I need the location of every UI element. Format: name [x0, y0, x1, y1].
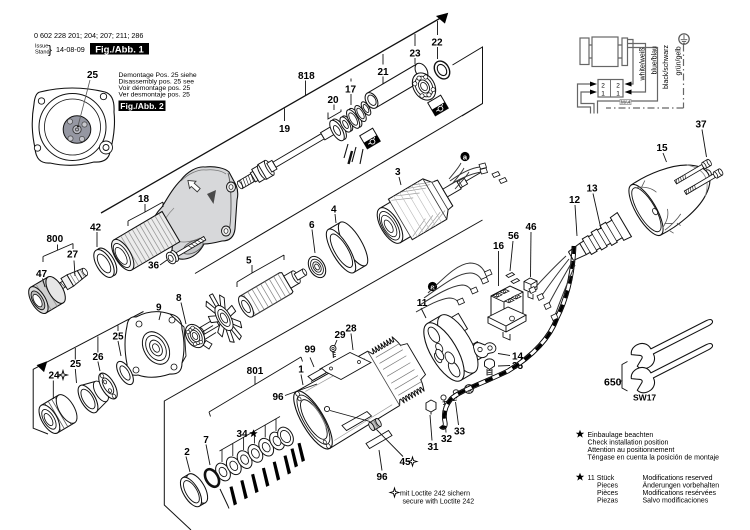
svg-text:46: 46: [525, 222, 537, 233]
svg-text:}: }: [48, 43, 52, 57]
svg-text:mit Loctite 242 sichern: mit Loctite 242 sichern: [400, 491, 470, 498]
svg-text:20: 20: [328, 95, 340, 106]
svg-text:a: a: [430, 283, 435, 292]
svg-text:secure with Loctite 242: secure with Loctite 242: [403, 499, 475, 506]
svg-text:Attention au positionnement: Attention au positionnement: [588, 447, 675, 454]
svg-text:6: 6: [309, 220, 315, 231]
svg-text:Demontage Pos. 25 siehe: Demontage Pos. 25 siehe: [119, 72, 197, 79]
svg-text:Disassembly pos. 25 see: Disassembly pos. 25 see: [119, 79, 195, 86]
svg-text:800: 800: [47, 234, 64, 245]
svg-text:Fig./Abb. 1: Fig./Abb. 1: [95, 45, 144, 56]
svg-text:Ver desmontaje pos. 25: Ver desmontaje pos. 25: [119, 92, 191, 99]
svg-text:25: 25: [113, 332, 125, 343]
svg-text:11 Stück: 11 Stück: [588, 475, 615, 482]
svg-text:33: 33: [454, 427, 466, 438]
svg-text:1: 1: [601, 91, 605, 98]
svg-text:801: 801: [247, 366, 264, 377]
svg-text:Piezas: Piezas: [597, 498, 619, 505]
svg-text:MA4: MA4: [621, 100, 631, 105]
svg-text:Änderungen vorbehalten: Änderungen vorbehalten: [643, 482, 720, 490]
svg-text:21: 21: [378, 67, 390, 78]
svg-text:0 602 228 201; 204; 207; 211;: 0 602 228 201; 204; 207; 211; 286: [34, 31, 143, 40]
svg-text:22: 22: [432, 38, 444, 49]
svg-text:12: 12: [569, 195, 581, 206]
svg-text:9: 9: [156, 303, 162, 314]
svg-text:25: 25: [70, 359, 82, 370]
svg-text:26: 26: [93, 352, 105, 363]
svg-text:15: 15: [656, 143, 668, 154]
svg-text:black/schwarz: black/schwarz: [663, 45, 670, 89]
svg-text:17: 17: [345, 85, 357, 96]
svg-text:Fig./Abb. 2: Fig./Abb. 2: [120, 101, 164, 111]
svg-text:Salvo modificaciones: Salvo modificaciones: [643, 498, 709, 505]
svg-text:31: 31: [427, 442, 439, 453]
svg-text:56: 56: [508, 231, 520, 242]
svg-text:29: 29: [334, 330, 346, 341]
svg-text:28: 28: [345, 324, 357, 335]
svg-text:1: 1: [298, 365, 304, 376]
svg-text:white/weiß: white/weiß: [640, 47, 647, 81]
svg-text:24: 24: [49, 371, 61, 382]
svg-text:14-08-09: 14-08-09: [56, 45, 85, 54]
svg-text:Modifications resérvées: Modifications resérvées: [643, 490, 717, 497]
svg-text:18: 18: [138, 194, 150, 205]
svg-text:16: 16: [493, 241, 505, 252]
svg-text:47: 47: [36, 269, 48, 280]
svg-text:Issue: Issue: [35, 44, 48, 50]
svg-text:Stand: Stand: [35, 50, 50, 56]
svg-text:32: 32: [441, 434, 453, 445]
svg-text:1: 1: [616, 91, 620, 98]
svg-text:25: 25: [87, 70, 99, 81]
svg-text:96: 96: [376, 472, 388, 483]
svg-text:2: 2: [184, 447, 190, 458]
svg-text:Voir démontage pos. 25: Voir démontage pos. 25: [119, 85, 191, 92]
svg-text:Pieces: Pieces: [597, 483, 619, 490]
svg-text:Check installation position: Check installation position: [588, 440, 669, 447]
svg-text:SW17: SW17: [633, 393, 656, 403]
svg-text:Téngase en cuenta la posición: Téngase en cuenta la posición de montaje: [588, 455, 720, 462]
svg-text:96: 96: [272, 392, 284, 403]
svg-text:blue/blau: blue/blau: [652, 46, 659, 75]
svg-text:8: 8: [176, 293, 182, 304]
svg-text:34: 34: [236, 429, 248, 440]
svg-text:Modifications reserved: Modifications reserved: [643, 475, 713, 482]
svg-text:19: 19: [279, 124, 291, 135]
svg-text:5: 5: [246, 256, 252, 267]
svg-text:2: 2: [601, 83, 605, 90]
svg-text:Pièces: Pièces: [597, 490, 619, 497]
svg-text:45: 45: [399, 457, 411, 468]
svg-text:27: 27: [67, 250, 79, 261]
svg-text:grün/gelb: grün/gelb: [676, 46, 683, 75]
svg-text:23: 23: [410, 49, 422, 60]
svg-text:14: 14: [512, 352, 524, 363]
svg-text:650: 650: [604, 377, 622, 389]
svg-text:Einbaulage beachten: Einbaulage beachten: [588, 432, 654, 439]
svg-text:3: 3: [395, 167, 401, 178]
svg-text:4: 4: [331, 205, 337, 216]
svg-text:2: 2: [616, 83, 620, 90]
svg-text:7: 7: [203, 435, 209, 446]
svg-text:13: 13: [586, 184, 598, 195]
svg-text:a: a: [463, 153, 468, 162]
svg-text:818: 818: [298, 71, 315, 82]
svg-text:37: 37: [695, 120, 707, 131]
svg-text:42: 42: [90, 223, 102, 234]
svg-text:99: 99: [304, 345, 316, 356]
svg-text:36: 36: [148, 261, 160, 272]
